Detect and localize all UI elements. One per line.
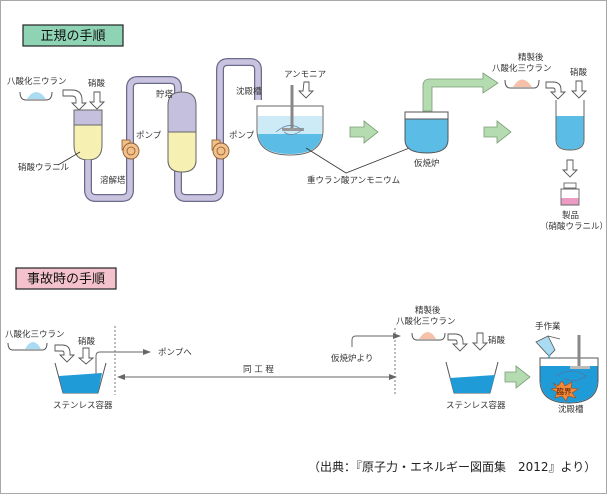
storage-tower-label: 貯塔 (156, 89, 174, 100)
manual-pour-icon (535, 335, 561, 361)
down-arrow-icon (88, 91, 106, 110)
product-bottle-icon (560, 182, 580, 206)
feed-arrow-icon (447, 333, 469, 352)
storage-tower (167, 91, 197, 173)
nitric-acid-label: 硝酸 (88, 78, 106, 89)
accident-purified-dish (411, 332, 446, 341)
feed-arrow-icon (54, 344, 76, 363)
accident-purified-label-1: 精製後 (415, 305, 441, 316)
normal-title-box: 正規の手順 (22, 24, 124, 47)
down-arrow-icon (561, 159, 579, 178)
pump-2-label: ポンプ (229, 131, 255, 141)
stainless-container-2 (445, 361, 499, 394)
purified-label-1: 精製後 (518, 52, 544, 63)
dissolution-tower (73, 109, 103, 161)
dissolution-vessel (555, 100, 585, 151)
green-arrow-icon (349, 120, 379, 144)
nitric-acid-2-label: 硝酸 (570, 67, 588, 78)
u3o8-label: 八酸化三ウラン (7, 76, 67, 87)
purified-u3o8-dish (504, 79, 540, 89)
normal-title: 正規の手順 (40, 29, 105, 44)
product-label-2: （硝酸ウラニル） (540, 221, 607, 232)
calciner-label: 仮焼炉 (414, 158, 440, 169)
down-arrow-icon (77, 347, 95, 365)
green-arrow-icon (504, 365, 531, 389)
stainless-container-1 (54, 362, 107, 394)
accident-precipitation-tank (539, 335, 599, 404)
accident-u3o8-dish (7, 342, 48, 351)
stainless-1-label: ステンレス容器 (53, 400, 113, 411)
to-pump-label: ポンプへ (158, 348, 192, 358)
pipes (84, 58, 262, 202)
pump-2-icon (211, 139, 230, 160)
stainless-2-label: ステンレス容器 (446, 400, 506, 411)
precipitation-tank (256, 85, 324, 156)
criticality-burst-icon: 臨界 (550, 380, 579, 402)
ammonia-label: アンモニア (284, 70, 326, 80)
feed-arrow-icon (545, 81, 567, 100)
calciner (404, 111, 449, 154)
accident-nitric-acid-2-label: 硝酸 (488, 335, 506, 346)
pump-1-icon (121, 139, 140, 160)
accident-precipitation-tank-label: 沈殿槽 (558, 404, 584, 415)
ammonia-arrow-icon (297, 81, 315, 99)
from-calciner-label: 仮焼炉より (331, 353, 373, 364)
feed-arrow-icon (62, 89, 88, 111)
green-arrow-icon (483, 120, 512, 144)
purified-label-2: 八酸化三ウラン (492, 63, 552, 74)
accident-purified-label-2: 八酸化三ウラン (396, 316, 456, 327)
citation: （出典：『原子力・エネルギー図面集 2012』より） (308, 460, 597, 474)
pump-1-label: ポンプ (136, 131, 162, 141)
accident-title-box: 事故時の手順 (15, 267, 117, 290)
down-arrow-icon (471, 332, 489, 351)
accident-nitric-acid-label: 硝酸 (78, 336, 96, 347)
manual-work-label: 手作業 (535, 321, 561, 332)
same-process-label: 同 工 程 (243, 365, 274, 375)
adu-label: 重ウラン酸アンモニウム (307, 175, 400, 186)
dissolution-tower-label: 溶解塔 (100, 175, 126, 186)
accident-title: 事故時の手順 (27, 272, 105, 287)
u3o8-dish: 八酸化三ウラン (7, 76, 67, 101)
product-label-1: 製品 (562, 210, 579, 221)
precipitation-tank-label: 沈殿槽 (236, 86, 262, 97)
down-arrow-icon (570, 80, 588, 99)
accident-u3o8-label: 八酸化三ウラン (5, 329, 65, 340)
uranyl-nitrate-label: 硝酸ウラニル (18, 162, 70, 173)
green-bent-arrow-icon (422, 72, 499, 112)
criticality-label: 臨界 (557, 386, 572, 396)
